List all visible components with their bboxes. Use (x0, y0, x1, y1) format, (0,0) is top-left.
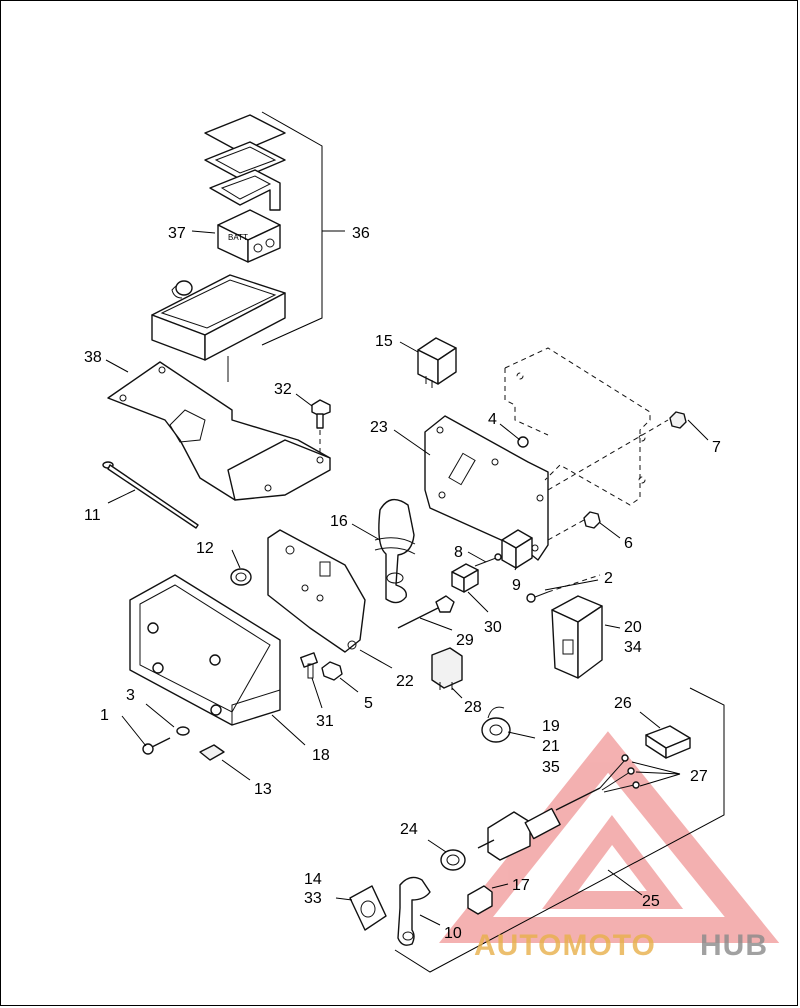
part-1-screw (142, 737, 171, 755)
part-15-relay (417, 337, 457, 388)
callout-5: 5 (364, 695, 373, 712)
callout-14: 14 (304, 871, 322, 888)
callout-26: 26 (614, 695, 632, 712)
callout-33: 33 (304, 890, 322, 907)
callout-12: 12 (196, 540, 214, 557)
callout-20: 20 (624, 619, 642, 636)
callout-38: 38 (84, 349, 102, 366)
part-16-clip (374, 498, 416, 604)
callout-3: 3 (126, 687, 135, 704)
callout-27: 27 (690, 768, 708, 785)
part-19-terminal (481, 706, 511, 743)
callout-35: 35 (542, 759, 560, 776)
callout-2: 2 (604, 570, 613, 587)
callout-19: 19 (542, 718, 560, 735)
callout-16: 16 (330, 513, 348, 530)
callout-21: 21 (542, 738, 560, 755)
callout-labels: 37 36 38 15 32 23 4 7 11 16 12 8 6 9 2 2… (84, 225, 721, 942)
callout-30: 30 (484, 619, 502, 636)
callout-24: 24 (400, 821, 418, 838)
part-32-bolt (311, 399, 331, 455)
callout-32: 32 (274, 381, 292, 398)
callout-28: 28 (464, 699, 482, 716)
part-7-nut (669, 411, 687, 429)
callout-25: 25 (642, 893, 660, 910)
part-18-cover (129, 574, 281, 726)
callout-18: 18 (312, 747, 330, 764)
callout-8: 8 (454, 544, 463, 561)
callout-23: 23 (370, 419, 388, 436)
part-31-bolt (300, 652, 318, 679)
part-24-nut (440, 849, 466, 871)
callout-1: 1 (100, 707, 109, 724)
watermark-logo (438, 731, 780, 943)
rear-bracket-outline (504, 347, 669, 506)
part-9-connector (501, 529, 533, 569)
part-29-stud (397, 595, 455, 629)
part-11-cable-tie (102, 461, 199, 529)
part-14-gasket (349, 885, 387, 931)
part-26-connector (645, 725, 691, 759)
callout-31: 31 (316, 713, 334, 730)
callout-7: 7 (712, 439, 721, 456)
callout-29: 29 (456, 632, 474, 649)
callout-13: 13 (254, 781, 272, 798)
part-20-receptacle (551, 595, 603, 679)
part-28-fuse (431, 647, 463, 690)
callout-11: 11 (84, 507, 101, 524)
part-12-grommet (230, 568, 252, 586)
callout-36: 36 (352, 225, 370, 242)
callout-37: 37 (168, 225, 186, 242)
part-4-nut (517, 436, 529, 448)
watermark-triangle-inner (542, 814, 684, 909)
callout-9: 9 (512, 577, 521, 594)
leader-lines (105, 230, 725, 973)
part-23-mounting-plate (424, 415, 549, 561)
callout-10: 10 (444, 925, 462, 942)
part-6-nut (583, 511, 601, 529)
callout-22: 22 (396, 673, 414, 690)
callout-4: 4 (488, 411, 497, 428)
watermark-triangle-outer (438, 731, 780, 943)
callout-15: 15 (375, 333, 393, 350)
callout-34: 34 (624, 639, 642, 656)
callout-17: 17 (512, 877, 530, 894)
part-22-bracket (267, 529, 366, 653)
part-13-pad (199, 744, 225, 761)
part-8-pin (474, 553, 502, 567)
callout-6: 6 (624, 535, 633, 552)
part-25-switch-harness (477, 754, 640, 861)
svg-text:BATT: BATT (228, 233, 248, 242)
part-36-gasket-stack (204, 114, 286, 211)
part-17-clip (467, 885, 493, 915)
watermark-automoto: AUTOMOTO (474, 929, 656, 962)
part-3-washer (176, 726, 190, 736)
watermark-hub: HUB (700, 929, 768, 962)
part-5-nut (321, 661, 343, 681)
part-37-battery: BATT (217, 209, 281, 263)
part-30-connector (451, 563, 479, 593)
part-10-terminal (397, 876, 431, 946)
part-38-battery-tray (107, 361, 331, 501)
part-2-screw (526, 574, 601, 603)
watermark-text: AUTOMOTO HUB (474, 929, 768, 962)
part-36-battery-box (151, 274, 286, 382)
